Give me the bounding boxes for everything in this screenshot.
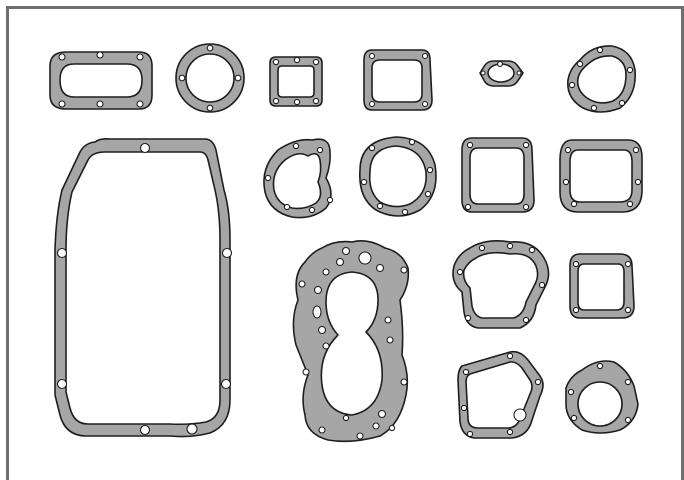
gasket-rect-rounded (559, 139, 643, 213)
gasket-square-rounded (363, 49, 433, 111)
gasket-flange-small (479, 60, 524, 87)
gasket-cylinder-head (292, 240, 410, 443)
gasket-ring-irregular (566, 45, 637, 113)
gasket-ring-medium (359, 136, 437, 217)
gasket-pear-shaped (263, 138, 334, 219)
gasket-rect-cover (49, 51, 153, 110)
gasket-square-small (269, 56, 323, 107)
gasket-oil-pan (54, 138, 233, 438)
gasket-square-medium (461, 137, 535, 213)
gasket-ring-round (175, 43, 245, 113)
gasket-irregular-pentagon (457, 350, 544, 439)
gasket-pentagon-ring (565, 360, 639, 434)
gasket-square-right (569, 253, 635, 319)
gasket-wide-flange (452, 240, 550, 329)
